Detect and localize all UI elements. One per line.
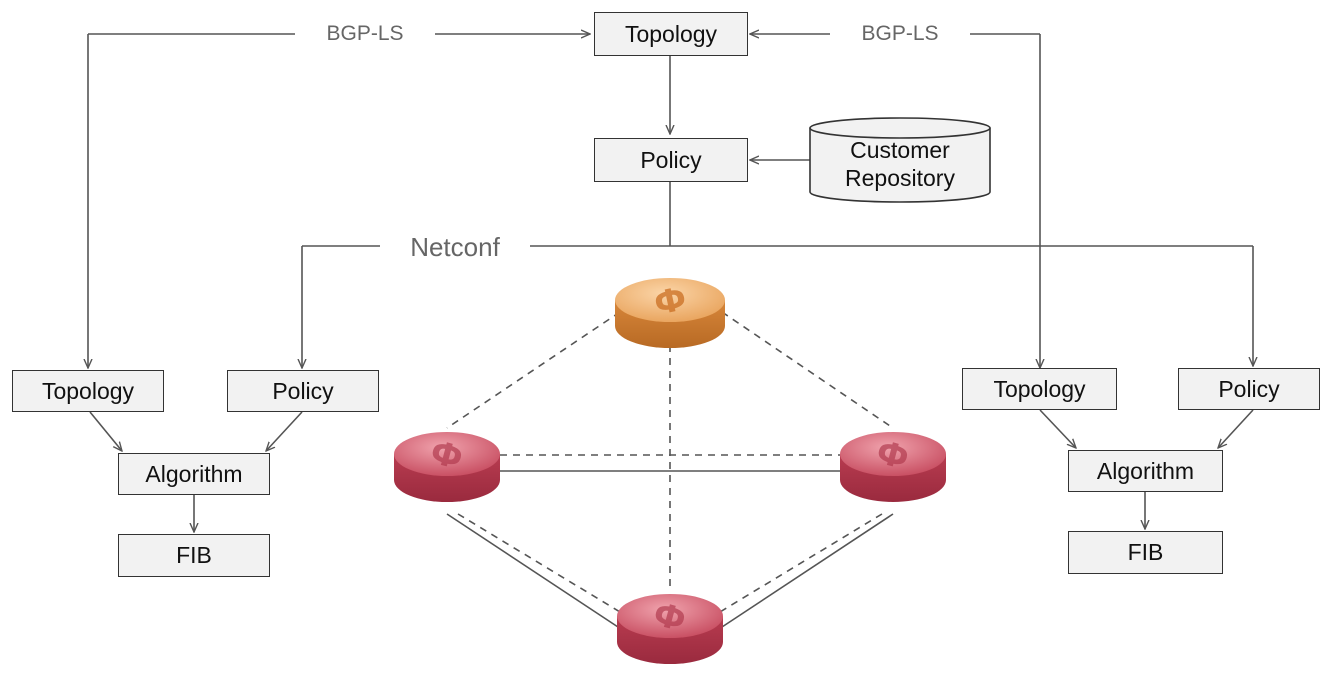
right-policy-box: Policy [1178,368,1320,410]
control-link-right-bottom [709,513,883,619]
netconf-label: Netconf [380,229,530,265]
right-policy-to-algorithm-connector [1218,409,1254,448]
control-link-top-right [721,311,894,429]
customer-repository-label: Customer Repository [845,137,955,191]
router-icon: Ф [617,594,723,664]
left-policy-to-algorithm-connector [266,411,303,451]
router-link-left-bottom [446,513,619,628]
bgp-ls-label-right: BGP-LS [830,19,970,49]
router-link-right-bottom [721,513,894,628]
bgp-ls-label-left: BGP-LS [295,19,435,49]
control-link-top-left [446,311,621,429]
router-icon: Ф [394,432,500,502]
right-algorithm-box: Algorithm [1068,450,1223,492]
right-fib-box: FIB [1068,531,1223,574]
left-topology-box: Topology [12,370,164,412]
right-topology-to-algorithm-connector [1039,409,1076,448]
central-policy-box: Policy [594,138,748,182]
controller-router-icon: Ф [615,278,725,348]
database-icon [809,117,991,203]
left-topology-to-algorithm-connector [89,411,122,451]
left-policy-box: Policy [227,370,379,412]
router-icon: Ф [840,432,946,502]
right-topology-box: Topology [962,368,1117,410]
central-topology-box: Topology [594,12,748,56]
control-link-left-bottom [457,513,631,619]
svg-text:Ф: Ф [651,279,690,323]
left-fib-box: FIB [118,534,270,577]
left-algorithm-box: Algorithm [118,453,270,495]
